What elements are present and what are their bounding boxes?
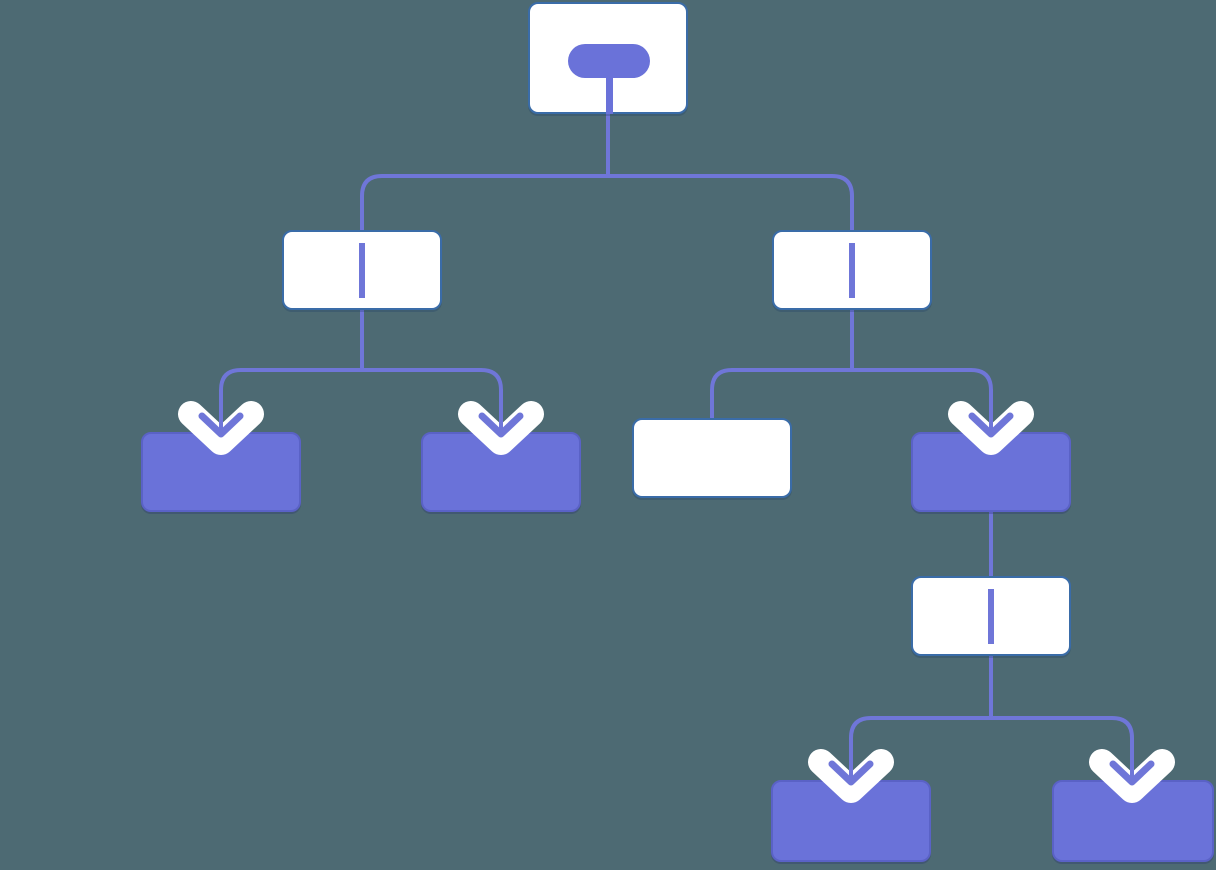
node-leaf-bottom-2[interactable] [1052, 780, 1214, 862]
edge-n2-n5 [710, 368, 852, 418]
node-sub-branch[interactable] [911, 576, 1071, 656]
node-leaf-left-2[interactable] [421, 432, 581, 512]
node-branch-right-child[interactable] [911, 432, 1071, 512]
node-leaf-left-1[interactable] [141, 432, 301, 512]
node-root[interactable] [528, 2, 688, 114]
root-pill-marker-icon [568, 44, 650, 78]
root-stem-icon [606, 74, 613, 114]
node-branch-right[interactable] [772, 230, 932, 310]
node-leaf-middle[interactable] [632, 418, 792, 498]
node-leaf-bottom-1[interactable] [771, 780, 931, 862]
node-branch-left[interactable] [282, 230, 442, 310]
